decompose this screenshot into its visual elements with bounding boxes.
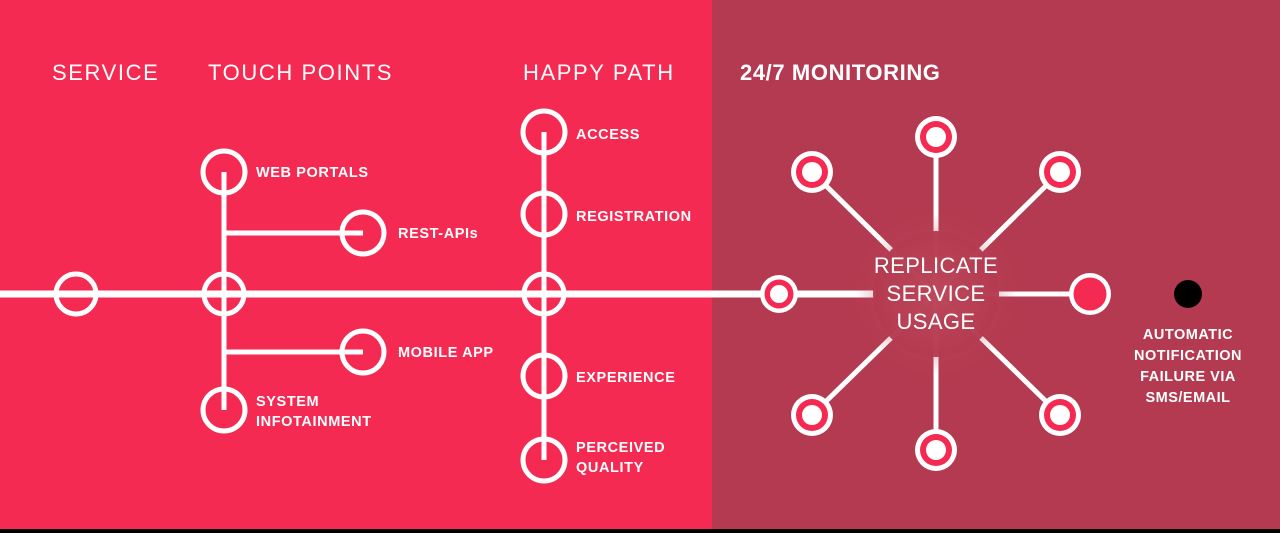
node-happypath-hub[interactable]	[521, 271, 567, 317]
node-service[interactable]	[53, 271, 99, 317]
node-mobile-app[interactable]	[339, 328, 387, 376]
label-perceived-quality: PERCEIVED QUALITY	[576, 440, 666, 476]
label-mobile-app: MOBILE APP	[398, 345, 494, 361]
node-monitor-northwest[interactable]	[791, 151, 833, 193]
node-web-portals[interactable]	[200, 148, 248, 196]
node-perceived-quality[interactable]	[520, 436, 568, 484]
node-monitor-southeast[interactable]	[1039, 394, 1081, 436]
node-registration[interactable]	[520, 190, 568, 238]
node-rest-apis[interactable]	[339, 209, 387, 257]
label-registration: REGISTRATION	[576, 209, 692, 225]
node-monitor-north[interactable]	[915, 116, 957, 158]
column-header-touch-points: TOUCH POINTS	[208, 60, 394, 85]
column-header-happy-path: HAPPY PATH	[523, 60, 675, 85]
hub-glow-top	[856, 214, 1016, 374]
label-system-infotainment: SYSTEM INFOTAINMENT	[256, 394, 372, 430]
label-automatic-notification: AUTOMATIC NOTIFICATION FAILURE VIA SMS/E…	[1133, 327, 1243, 407]
label-rest-apis: REST-APIs	[398, 226, 479, 242]
label-access: ACCESS	[576, 127, 641, 143]
alert-status-dot-icon	[1174, 280, 1202, 308]
node-monitor-northeast[interactable]	[1039, 151, 1081, 193]
panel-service-journey	[0, 0, 712, 529]
node-access[interactable]	[520, 108, 568, 156]
node-monitor-east-alert[interactable]	[1069, 273, 1111, 315]
node-experience[interactable]	[520, 352, 568, 400]
label-web-portals: WEB PORTALS	[256, 165, 369, 181]
column-header-service: SERVICE	[52, 60, 160, 85]
label-experience: EXPERIENCE	[576, 370, 676, 386]
label-monitoring-hub: REPLICATE SERVICE USAGE	[873, 253, 999, 335]
node-monitor-southwest[interactable]	[791, 394, 833, 436]
node-system-infotainment[interactable]	[200, 386, 248, 434]
node-touchpoints-hub[interactable]	[201, 271, 247, 317]
node-monitoring-gateway[interactable]	[760, 275, 798, 313]
column-header-monitoring: 24/7 MONITORING	[740, 60, 941, 85]
node-monitor-south[interactable]	[915, 429, 957, 471]
